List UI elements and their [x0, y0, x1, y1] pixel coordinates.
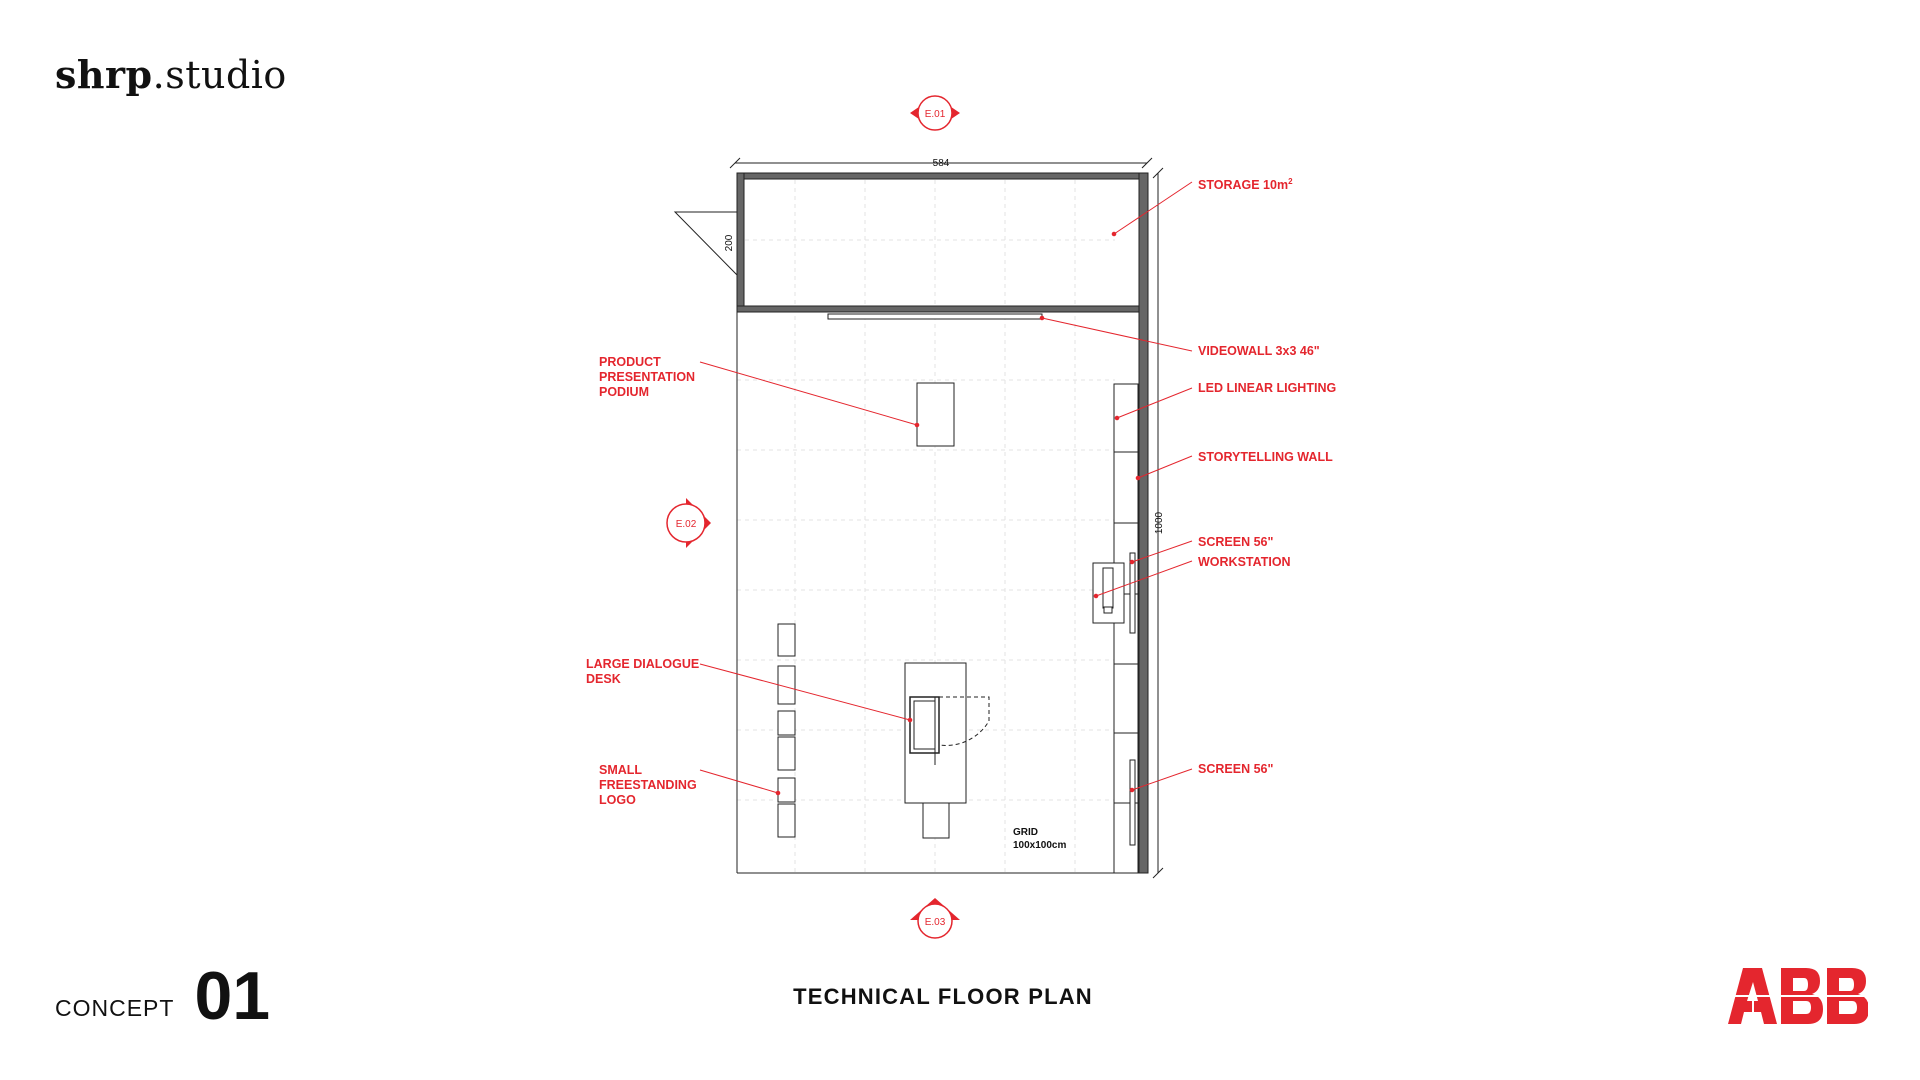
label-storage-text: STORAGE 10m [1198, 178, 1288, 192]
videowall [827, 313, 1043, 320]
studio-logo-rest: .studio [152, 53, 287, 97]
screen-bottom [1129, 759, 1136, 846]
label-workstation: WORKSTATION [1198, 555, 1291, 569]
elevation-marker-e02-label: E.02 [676, 519, 697, 530]
grid-label-line2: 100x100cm [1013, 840, 1066, 851]
studio-logo: shrp.studio [55, 52, 287, 97]
dialogue-desk [904, 662, 990, 839]
elevation-marker-e01-label: E.01 [925, 109, 946, 120]
studio-logo-bold: shrp [55, 52, 153, 97]
product-podium [916, 382, 955, 447]
walls [736, 172, 1149, 874]
concept-number: 01 [194, 958, 271, 1034]
concept-label: CONCEPT [55, 995, 175, 1021]
elevation-marker-e02: E.02 [666, 498, 711, 548]
dimension-width-label: 584 [933, 158, 950, 169]
elevation-marker-e01: E.01 [910, 95, 960, 131]
label-storage: STORAGE 10m2 [1198, 177, 1293, 192]
screen-top [1129, 552, 1136, 634]
label-screen-top: SCREEN 56" [1198, 535, 1273, 549]
grid-label-line1: GRID [1013, 827, 1038, 838]
label-podium-line1: PRODUCT [599, 355, 661, 369]
label-logo-line2: FREESTANDING [599, 778, 697, 792]
storage-door: 200 [673, 177, 741, 305]
label-desk-line2: DESK [586, 672, 621, 686]
dimension-width: 584 [729, 157, 1153, 169]
label-storytelling-wall: STORYTELLING WALL [1198, 450, 1333, 464]
annotation-leaders [699, 181, 1193, 796]
label-logo-line1: SMALL [599, 763, 642, 777]
label-logo-line3: LOGO [599, 793, 636, 807]
label-podium-line3: PODIUM [599, 385, 649, 399]
dimension-depth-label: 1000 [1154, 511, 1165, 534]
elevation-marker-e03: E.03 [910, 898, 960, 939]
label-storage-sup: 2 [1288, 177, 1293, 186]
plan-title: TECHNICAL FLOOR PLAN [793, 984, 1093, 1009]
label-videowall: VIDEOWALL 3x3 46" [1198, 344, 1320, 358]
dimension-depth: 1000 [1152, 167, 1165, 879]
abb-logo [1728, 968, 1868, 1024]
freestanding-logo [777, 623, 796, 838]
dimension-storage-label: 200 [724, 234, 735, 251]
label-desk-line1: LARGE DIALOGUE [586, 657, 699, 671]
label-podium-line2: PRESENTATION [599, 370, 695, 384]
annotation-labels-right: STORAGE 10m2 VIDEOWALL 3x3 46" LED LINEA… [1198, 177, 1336, 776]
annotation-labels-left: PRODUCT PRESENTATION PODIUM LARGE DIALOG… [586, 355, 699, 807]
label-screen-bottom: SCREEN 56" [1198, 762, 1273, 776]
workstation [1092, 562, 1125, 624]
elevation-marker-e03-label: E.03 [925, 917, 946, 928]
label-led-lighting: LED LINEAR LIGHTING [1198, 381, 1336, 395]
concept-label-group: CONCEPT 01 [55, 962, 270, 1030]
